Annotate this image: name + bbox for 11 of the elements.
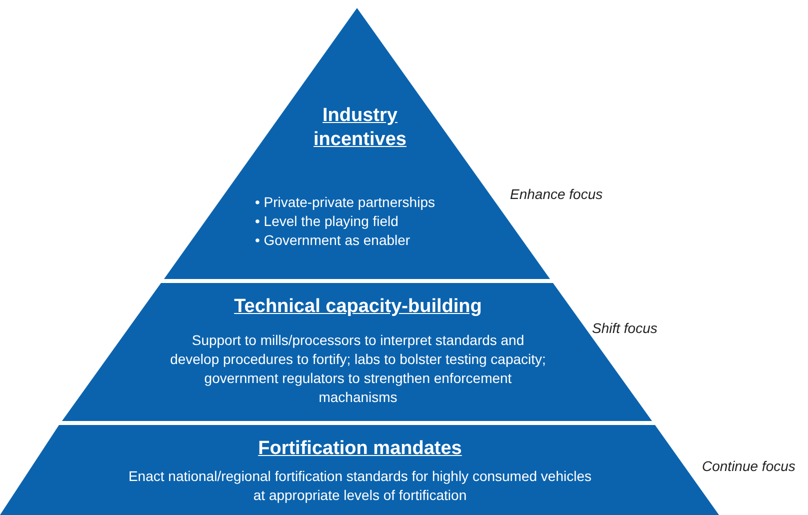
bullet-item: • Level the playing field [255, 212, 398, 231]
focus-note: Enhance focus [510, 186, 603, 202]
band-description: Enact national/regional fortification standards for highly consumed vehicles at appropriate levels of fortification [127, 467, 593, 505]
band-description: Support to mills/processors to interpret standards and develop procedures to fortify; labs to bolster testing capacity; government regulators to strengthen enforcement machanisms [170, 331, 546, 407]
focus-note: Continue focus [702, 458, 796, 474]
band-heading: Technical capacity-building [233, 295, 483, 319]
bullet-item: • Private-private partnerships [255, 193, 435, 212]
band-heading: Industry incentives [312, 104, 408, 152]
bullet-item: • Government as enabler [255, 231, 410, 250]
band-heading: Fortification mandates [257, 437, 463, 461]
focus-note: Shift focus [592, 320, 658, 336]
